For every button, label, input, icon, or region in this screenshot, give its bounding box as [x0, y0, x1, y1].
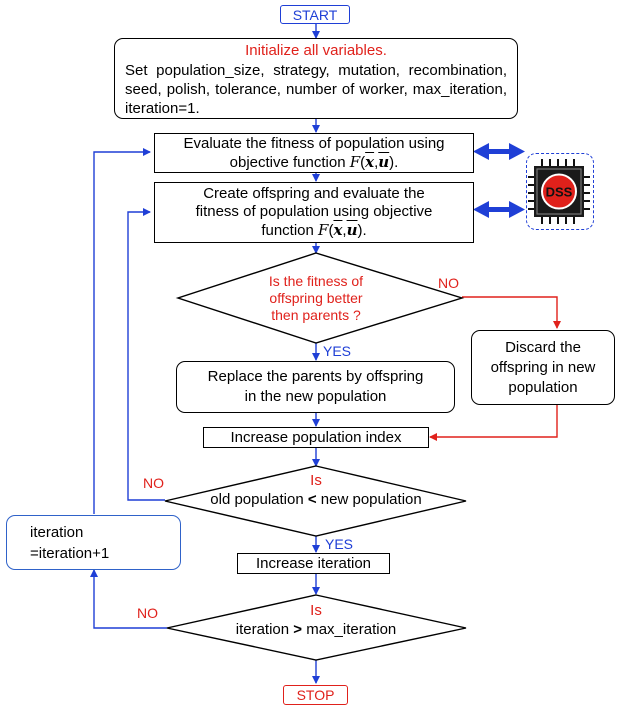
evaluate-tail: . — [394, 153, 399, 171]
edge-iter-update-evaluate — [93, 148, 151, 514]
iter-update-line2: =iteration+1 — [30, 544, 110, 562]
evaluate-var2: u — [378, 152, 390, 171]
decision2-no-label: NO — [143, 475, 164, 491]
decision3-text: Is iteration > max_iteration — [180, 601, 452, 639]
increase-iter-label: Increase iteration — [255, 554, 372, 572]
init-title: Initialize all variables. — [245, 42, 387, 59]
decision3-expr: iteration > max_iteration — [180, 620, 452, 639]
dss-link-offspring — [473, 201, 525, 218]
offspring-line1: Create offspring and evaluate the — [203, 185, 425, 202]
edge-decision3-no-iter-update — [90, 569, 167, 629]
offspring-line3: function — [261, 222, 314, 239]
replace-box: Replace the parents by offspring in the … — [176, 361, 455, 413]
decision2-text: Is old population < new population — [180, 471, 452, 509]
discard-line1: Discard the — [505, 338, 581, 356]
decision3-right: max_iteration — [306, 621, 397, 638]
decision2-left: old population — [210, 491, 304, 508]
evaluate-var1: x — [365, 152, 375, 171]
evaluate-line2-row: objective function F(x,u). — [229, 152, 399, 171]
discard-line3: population — [508, 378, 578, 396]
increase-pop-box: Increase population index — [203, 427, 429, 448]
increase-iter-box: Increase iteration — [237, 553, 390, 574]
evaluate-box: Evaluate the fitness of population using… — [154, 133, 474, 173]
decision2-expr: old population < new population — [180, 490, 452, 509]
init-box: Initialize all variables. Set population… — [114, 38, 518, 119]
offspring-var1: x — [333, 221, 343, 239]
decision3-op: > — [293, 621, 303, 638]
offspring-tail: . — [362, 222, 367, 239]
start-terminal: START — [280, 5, 350, 24]
stop-terminal: STOP — [283, 685, 348, 705]
decision1-text: Is the fitness of offspring better then … — [218, 273, 414, 324]
increase-pop-label: Increase population index — [230, 428, 402, 446]
discard-line2: offspring in new — [490, 358, 596, 376]
edge-decision1-no-discard — [462, 296, 561, 329]
decision2-right: new population — [320, 491, 422, 508]
iter-update-box: iteration =iteration+1 — [6, 515, 181, 570]
evaluate-line1: Evaluate the fitness of population using — [183, 134, 445, 152]
edge-discard-increase-pop — [429, 405, 558, 441]
offspring-func: F — [318, 221, 329, 239]
dss-container: DSS — [526, 153, 594, 230]
iter-update-line1: iteration — [30, 523, 84, 541]
init-body: Set population_size, strategy, mutation,… — [125, 62, 507, 117]
offspring-box: Create offspring and evaluate the fitnes… — [154, 182, 474, 243]
decision2-op: < — [307, 491, 317, 508]
decision3-no-label: NO — [137, 605, 158, 621]
decision2-diamond — [164, 465, 467, 537]
offspring-var2: u — [346, 221, 358, 239]
decision2-is: Is — [310, 472, 322, 489]
evaluate-line2: objective function — [229, 153, 346, 171]
offspring-line2: fitness of population using objective — [195, 203, 433, 220]
replace-line1: Replace the parents by offspring — [207, 368, 424, 385]
decision1-diamond — [175, 252, 465, 344]
decision1-line3: then parents ? — [271, 307, 361, 323]
decision3-is: Is — [310, 602, 322, 619]
decision3-diamond — [166, 594, 467, 661]
dss-link-evaluate — [473, 143, 525, 160]
decision3-left: iteration — [235, 621, 290, 638]
decision1-yes-label: YES — [323, 343, 352, 359]
offspring-line3-row: function F(x,u). — [261, 221, 367, 239]
evaluate-func: F — [349, 152, 361, 171]
decision1-line2: offspring better — [269, 290, 363, 306]
dss-logo-text: DSS — [546, 185, 573, 200]
replace-line2: in the new population — [244, 388, 387, 405]
decision1-line1: Is the fitness of — [268, 273, 364, 289]
dss-logo-icon: DSS — [528, 159, 590, 224]
discard-box: Discard the offspring in new population — [471, 330, 615, 405]
decision2-yes-label: YES — [325, 536, 354, 552]
stop-label: STOP — [296, 687, 335, 703]
decision1-no-label: NO — [438, 275, 459, 291]
edge-decision2-no-loop — [127, 208, 165, 501]
start-label: START — [292, 6, 338, 23]
